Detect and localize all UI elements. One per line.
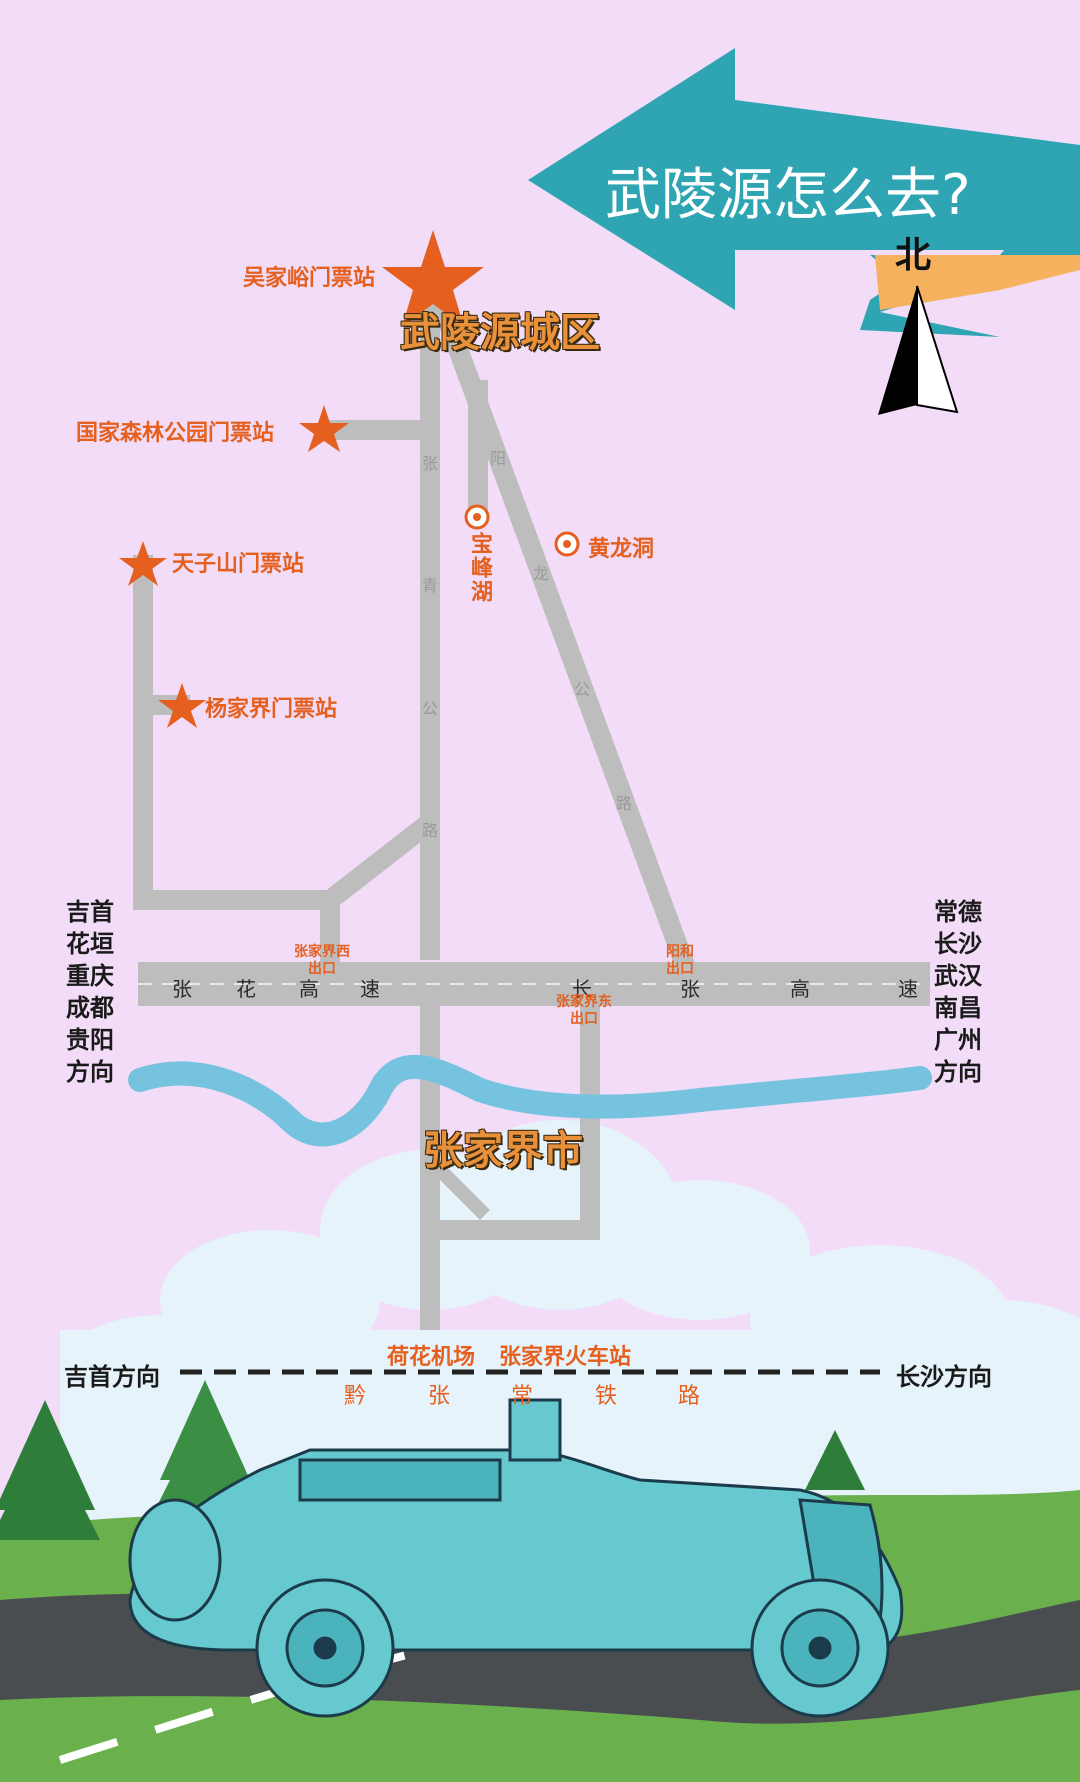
railway-station-label: 张家界火车站 <box>499 1345 632 1370</box>
forest-park-gate-label: 国家森林公园门票站 <box>76 421 275 446</box>
tianzishan-gate-label: 天子山门票站 <box>172 552 305 577</box>
wulingyuan-district-label: 武陵源城区 <box>400 310 600 356</box>
direction-item: 方向 <box>66 1058 114 1086</box>
airport-label: 荷花机场 <box>387 1345 476 1370</box>
exit-line: 出口 <box>570 1011 598 1027</box>
direction-item: 广州 <box>934 1026 982 1054</box>
baofeng-lake-label: 宝峰湖 <box>467 532 492 604</box>
east-directions: 常德 长沙 武汉 南昌 广州 方向 <box>934 896 982 1088</box>
expressway-char: 高 <box>299 977 319 1001</box>
star-marker-icon <box>119 230 484 728</box>
rail-west-direction: 吉首方向 <box>64 1363 160 1391</box>
direction-item: 方向 <box>934 1058 982 1086</box>
exit-line: 阳和 <box>666 944 694 960</box>
zhangjiajie-city-label: 张家界市 <box>423 1128 583 1174</box>
direction-item: 长沙 <box>934 930 982 958</box>
expressway-char: 花 <box>236 977 256 1001</box>
direction-item: 贵阳 <box>66 1026 114 1054</box>
expressway-char: 速 <box>360 977 380 1001</box>
yanglong-road-char: 龙 <box>533 564 550 583</box>
direction-item: 成都 <box>66 994 114 1022</box>
yanglong-road-char: 阳 <box>490 449 507 468</box>
yanglong-road-char: 路 <box>616 794 633 813</box>
expressway <box>138 962 930 1006</box>
west-exit-label: 张家界西 出口 <box>294 944 350 978</box>
north-arrow-icon <box>878 285 959 415</box>
direction-item: 常德 <box>934 898 982 926</box>
expressway-char: 张 <box>680 977 700 1001</box>
direction-item: 南昌 <box>934 994 982 1022</box>
circle-marker-icon <box>464 504 580 557</box>
yanghe-exit-label: 阳和 出口 <box>666 944 694 978</box>
east-exit-label: 张家界东 出口 <box>556 994 612 1028</box>
wujiayu-gate-label: 吴家峪门票站 <box>243 266 376 291</box>
direction-item: 重庆 <box>66 962 114 990</box>
exit-line: 张家界东 <box>556 994 612 1010</box>
expressway-char: 张 <box>172 977 192 1001</box>
railway-char: 路 <box>678 1384 701 1409</box>
direction-item: 花垣 <box>66 930 114 958</box>
zhangqing-road-char: 公 <box>422 699 439 718</box>
zhangqing-road-char: 张 <box>422 454 439 473</box>
huanglong-cave-label: 黄龙洞 <box>588 537 655 562</box>
road-network <box>133 287 698 1330</box>
page-title: 武陵源怎么去? <box>605 163 971 228</box>
yanglong-road-char: 公 <box>574 680 591 699</box>
vintage-car-icon <box>128 1398 904 1718</box>
expressway-char: 高 <box>790 977 810 1001</box>
west-directions: 吉首 花垣 重庆 成都 贵阳 方向 <box>66 896 114 1088</box>
direction-item: 武汉 <box>934 962 982 990</box>
exit-line: 出口 <box>666 961 694 977</box>
zhangqing-road-char: 青 <box>422 576 439 595</box>
direction-item: 吉首 <box>66 898 114 926</box>
yangjiajie-gate-label: 杨家界门票站 <box>205 697 338 722</box>
north-label: 北 <box>895 235 932 276</box>
zhangqing-road-char: 路 <box>422 821 439 840</box>
railway-char: 黔 <box>344 1384 367 1409</box>
river <box>128 1054 932 1147</box>
exit-line: 张家界西 <box>294 944 350 960</box>
expressway-char: 速 <box>898 977 918 1001</box>
railway-char: 铁 <box>595 1384 618 1409</box>
expressway-char: 长 <box>572 977 592 1001</box>
railway-char: 张 <box>428 1384 451 1409</box>
railway-char: 常 <box>511 1384 534 1409</box>
rail-east-direction: 长沙方向 <box>896 1363 992 1391</box>
exit-line: 出口 <box>308 961 336 977</box>
